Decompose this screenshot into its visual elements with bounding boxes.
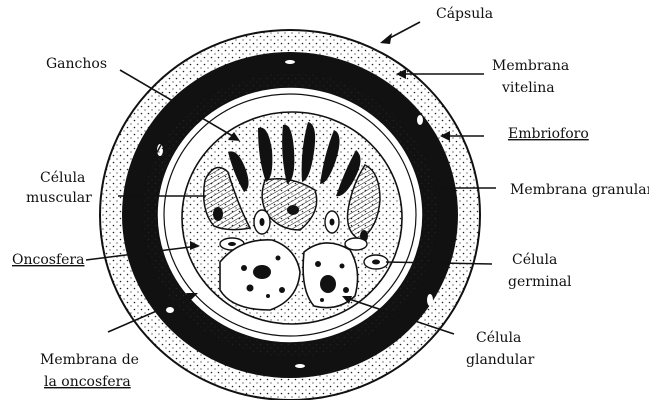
label-celula-germinal-2: germinal <box>508 274 572 290</box>
label-membrana-granular: Membrana granular <box>510 182 649 198</box>
label-membrana-oncosfera-2: la oncosfera <box>44 374 131 390</box>
label-celula-germinal-1: Célula <box>512 252 557 268</box>
label-ganchos: Ganchos <box>46 56 107 72</box>
label-celula-muscular-1: Célula <box>40 170 85 186</box>
label-capsula: Cápsula <box>436 6 493 22</box>
label-celula-glandular-1: Célula <box>476 330 521 346</box>
label-embrioforo: Embrioforo <box>508 126 589 142</box>
label-membrana-vitelina-1: Membrana <box>492 58 569 74</box>
label-oncosfera: Oncosfera <box>12 252 84 268</box>
label-membrana-vitelina-2: vitelina <box>501 80 555 96</box>
label-membrana-oncosfera-1: Membrana de <box>40 352 139 368</box>
label-celula-muscular-2: muscular <box>26 190 92 206</box>
label-celula-glandular-2: glandular <box>466 352 535 368</box>
arrowhead-capsula <box>380 33 392 44</box>
